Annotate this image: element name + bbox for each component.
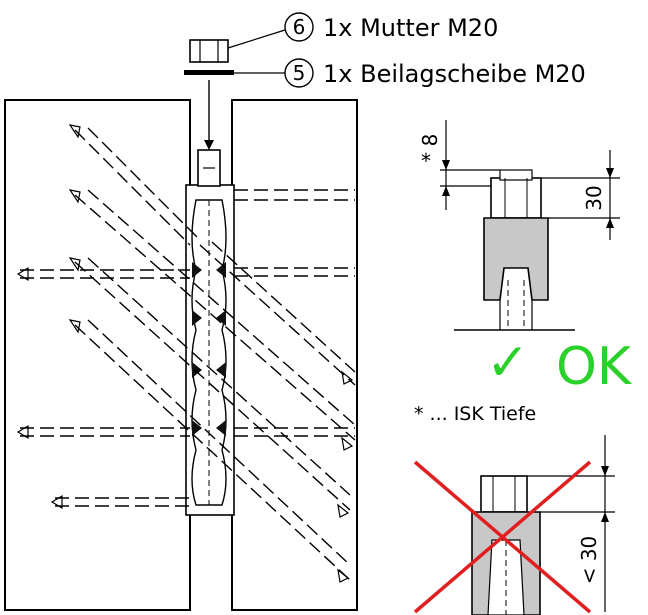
bolt-assembly [197, 80, 221, 187]
hidden-screws [16, 124, 356, 583]
callout-label-nut: 1x Mutter M20 [323, 14, 498, 42]
right-timber-block [231, 99, 358, 611]
verdict-ok: OK [556, 337, 633, 397]
callout-label-washer: 1x Beilagscheibe M20 [323, 60, 586, 88]
dimension-star-label: 8 [418, 134, 442, 147]
detail-not-ok: < 30 [413, 435, 615, 615]
dimension-less-than-label: < 30 [577, 536, 601, 585]
callout-number: 6 [293, 15, 306, 39]
dimension-star-prefix: * [421, 149, 431, 173]
callout-washer: 5 1x Beilagscheibe M20 [234, 58, 586, 88]
dimension-height-label: 30 [582, 185, 606, 210]
nut-m20 [189, 39, 229, 63]
callout-number: 5 [293, 61, 306, 85]
washer-m20 [184, 70, 234, 75]
detail-ok: 8 * 30 ✓ OK [418, 120, 633, 397]
check-mark-icon: ✓ [486, 333, 530, 393]
connector-profile [185, 184, 235, 516]
left-timber-block [4, 99, 191, 611]
footnote: * ... ISK Tiefe [414, 403, 536, 425]
callout-nut: 6 1x Mutter M20 [227, 12, 498, 49]
cross-mark-icon [413, 460, 592, 614]
